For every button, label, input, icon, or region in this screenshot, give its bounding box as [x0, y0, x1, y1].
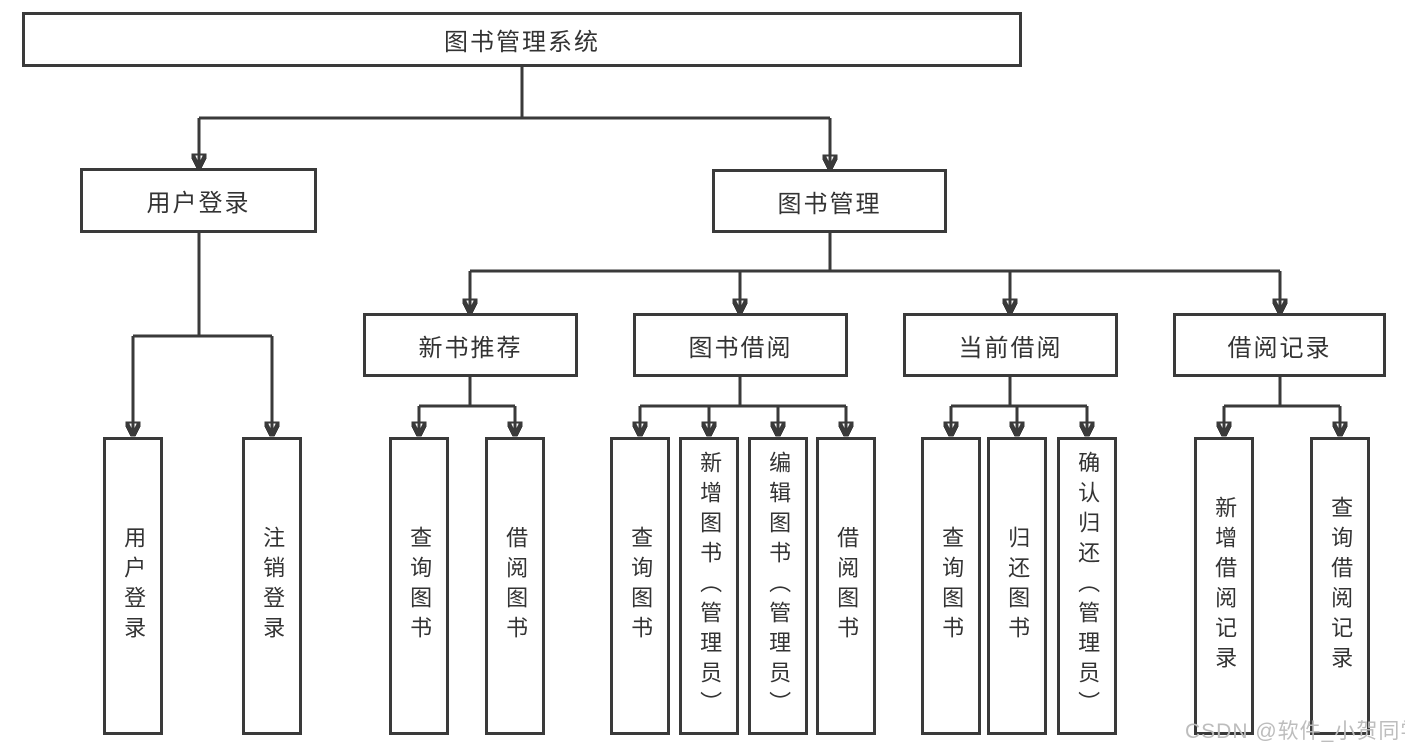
leaf-edit-books-admin: 编辑图书（管理员）	[748, 437, 808, 735]
leaf-query-books-recommend: 查询图书	[389, 437, 449, 735]
node-label: 查询图书	[407, 526, 433, 646]
node-label: 查询图书	[628, 526, 654, 646]
node-label: 确认归还（管理员）	[1075, 451, 1101, 721]
leaf-add-books-admin: 新增图书（管理员）	[679, 437, 739, 735]
node-label: 注销登录	[260, 526, 286, 646]
node-label: 查询借阅记录	[1328, 496, 1354, 676]
leaf-query-borrow-record: 查询借阅记录	[1310, 437, 1370, 735]
node-label: 当前借阅	[958, 334, 1063, 362]
node-label: 借阅图书	[834, 526, 860, 646]
leaf-query-books-borrow: 查询图书	[610, 437, 670, 735]
leaf-add-borrow-record: 新增借阅记录	[1194, 437, 1254, 735]
node-borrow-record: 借阅记录	[1173, 313, 1386, 377]
leaf-confirm-return-admin: 确认归还（管理员）	[1057, 437, 1117, 735]
leaf-logout: 注销登录	[242, 437, 302, 735]
leaf-return-books: 归还图书	[987, 437, 1047, 735]
node-label: 图书管理系统	[444, 29, 600, 56]
connector-borrow-record-to-leaves	[1224, 377, 1340, 431]
connector-root-to-level2	[199, 67, 830, 164]
connector-new-book-to-leaves	[419, 377, 515, 431]
node-label: 借阅图书	[503, 526, 529, 646]
node-label: 归还图书	[1005, 526, 1031, 646]
node-label: 图书管理	[777, 190, 882, 218]
csdn-watermark: CSDN @软件_小贺同学	[1185, 720, 1405, 743]
node-label: 用户登录	[121, 526, 147, 646]
node-book-management: 图书管理	[712, 169, 947, 233]
node-label: 新增图书（管理员）	[697, 451, 723, 721]
leaf-query-books-current: 查询图书	[921, 437, 981, 735]
node-label: 编辑图书（管理员）	[766, 451, 792, 721]
node-label: 查询图书	[939, 526, 965, 646]
node-current-borrow: 当前借阅	[903, 313, 1118, 377]
connector-current-borrow-to-leaves	[951, 377, 1087, 431]
connector-user-login-to-leaves	[133, 233, 272, 431]
leaf-borrow-books: 借阅图书	[816, 437, 876, 735]
node-root-system: 图书管理系统	[22, 12, 1022, 67]
node-label: 用户登录	[146, 190, 251, 217]
leaf-borrow-books-recommend: 借阅图书	[485, 437, 545, 735]
node-user-login: 用户登录	[80, 168, 317, 233]
node-label: 借阅记录	[1227, 334, 1332, 362]
node-new-book-recommend: 新书推荐	[363, 313, 578, 377]
node-book-borrow: 图书借阅	[633, 313, 848, 377]
node-label: 新书推荐	[418, 334, 523, 362]
connector-book-management-to-level3	[470, 233, 1280, 308]
node-label: 图书借阅	[688, 334, 793, 362]
leaf-user-login: 用户登录	[103, 437, 163, 735]
connector-book-borrow-to-leaves	[640, 377, 846, 431]
node-label: 新增借阅记录	[1212, 496, 1238, 676]
